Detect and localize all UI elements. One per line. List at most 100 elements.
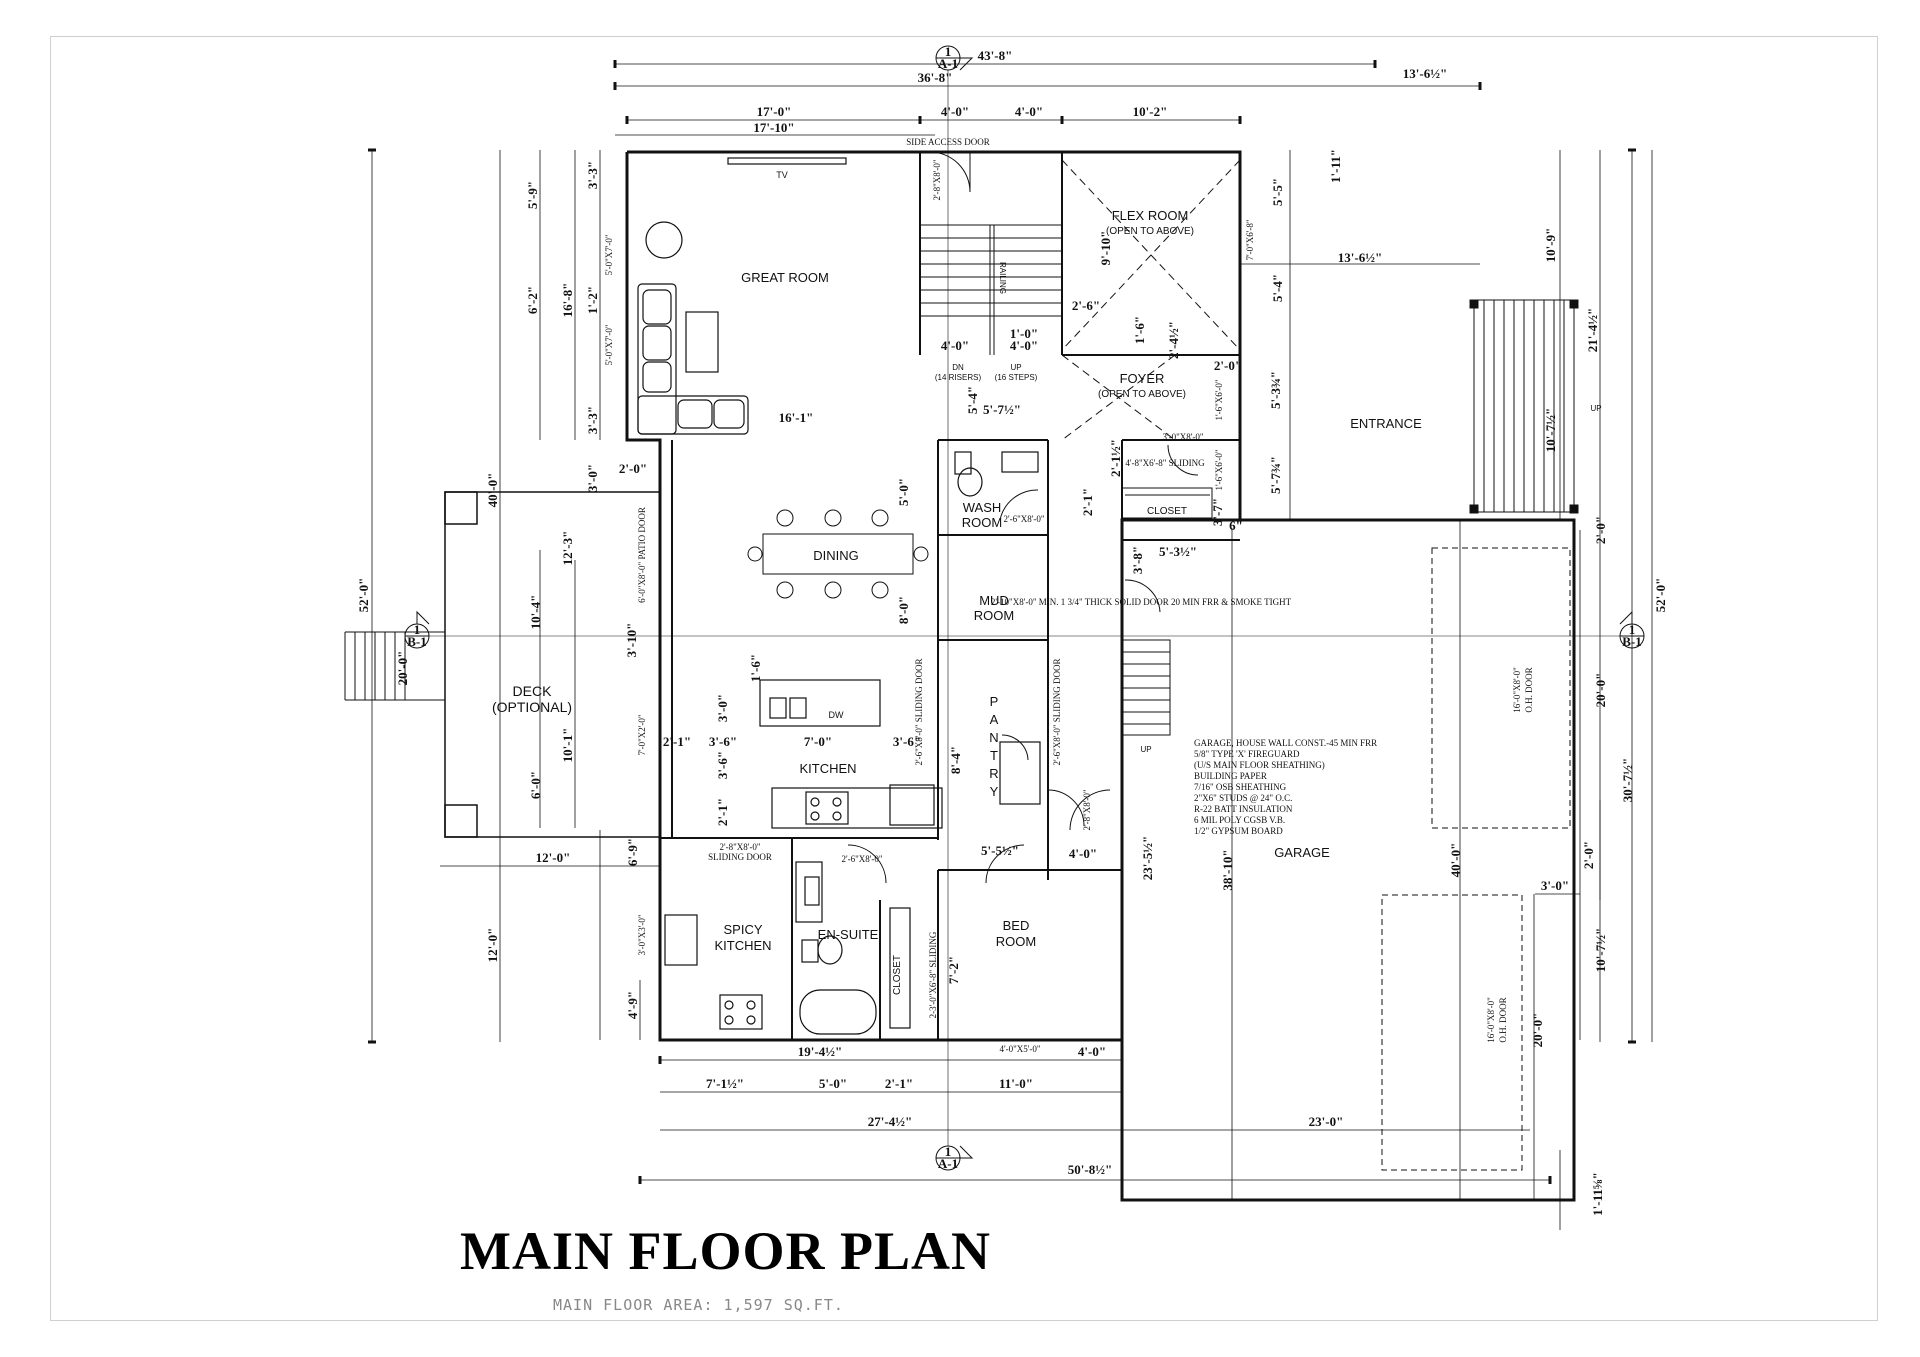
stairs-up-label: UP [1010, 363, 1021, 372]
garage-note-line-7: R-22 BATT INSULATION [1194, 804, 1293, 814]
dim-kit-3-6-a: 3'-6" [709, 734, 737, 749]
dim-foyer-1-6: 1'-6" [1132, 316, 1147, 344]
dim-flex-2-6: 2'-6" [1072, 298, 1100, 313]
dim-bed-5-5: 5'-5½" [981, 843, 1019, 858]
dim-left-10-4: 10'-4" [528, 595, 543, 630]
dim-mid-3-8: 3'-8" [1130, 546, 1145, 574]
pantry-letter-5: R [989, 766, 998, 781]
dimension-texts: 43'-8" 36'-8" 13'-6½" 17'-0" 17'-10" 4'-… [356, 48, 1668, 1216]
room-labels: GREAT ROOM TV FLEX ROOM (OPEN TO ABOVE) … [492, 170, 1602, 995]
room-label-bed-1: BED [1003, 918, 1030, 933]
foyer-window: 1'-6"X6'-0" [1214, 379, 1224, 420]
dim-right-52-0: 52'-0" [1653, 578, 1668, 613]
tv-label: TV [776, 170, 788, 180]
door-window-labels: SIDE ACCESS DOOR 2'-8"X8'-0" 6'-0"X8'-0"… [604, 137, 1534, 1054]
sofa [637, 157, 847, 435]
dim-bot-27-4: 27'-4½" [868, 1114, 912, 1129]
dim-bed-4-0-b: 4'-0" [1078, 1044, 1106, 1059]
dim-left-40-0: 40'-0" [485, 473, 500, 508]
dim-right-3-0: 3'-0" [1541, 878, 1569, 893]
foyer-note: (OPEN TO ABOVE) [1098, 389, 1186, 400]
dim-right-38-10: 38'-10" [1220, 849, 1235, 890]
foyer-closet [1121, 487, 1213, 519]
dim-left-6-9: 6'-9" [625, 838, 640, 866]
room-label-foyer: FOYER [1120, 371, 1165, 386]
dim-left-3-0: 3'-0" [585, 464, 600, 492]
pantry-letter-6: Y [990, 784, 999, 799]
dim-left-3-3-a: 3'-3" [585, 161, 600, 189]
dim-foyer-2-0: 2'-0" [1214, 358, 1242, 373]
garage-note-line-3: (U/S MAIN FLOOR SHEATHING) [1194, 760, 1325, 770]
dim-mid-2-1-b: 2'-1½" [1108, 439, 1123, 477]
garage-stair-up: UP [1140, 745, 1151, 754]
door-swings [847, 151, 1199, 884]
dining-table [747, 509, 929, 599]
section-left-number: 1 [414, 622, 421, 637]
garage-door-1-type: O.H. DOOR [1524, 667, 1534, 712]
section-top-number: 1 [945, 44, 952, 59]
room-label-bed-2: ROOM [996, 934, 1036, 949]
dim-left-3-3-b: 3'-3" [585, 406, 600, 434]
dim-flex-4-0: 4'-0" [941, 338, 969, 353]
dim-right-20-0: 20'-0" [1593, 673, 1608, 708]
dim-left-12-0-b: 12'-0" [536, 850, 571, 865]
dim-flex-9-10: 9'-10" [1098, 231, 1113, 266]
dim-mid-5-0: 5'-0" [896, 478, 911, 506]
dim-top-17-0: 17'-0" [757, 104, 792, 119]
wash-door-label: 2'-6"X8'-0" [1003, 514, 1044, 524]
closet-label-2: CLOSET [892, 955, 903, 995]
dim-flex-4-0-b: 4'-0" [1010, 338, 1038, 353]
garage-note-line-2: 5/8" TYPE 'X' FIREGUARD [1194, 749, 1300, 759]
stairs-dn-label: DN [952, 363, 964, 372]
page-title: MAIN FLOOR PLAN [460, 1221, 991, 1281]
dim-foyer-2-4: 2'-4½" [1166, 321, 1181, 359]
dim-left-6-2: 6'-2" [525, 286, 540, 314]
dim-flex-1-0: 1'-0" [1010, 326, 1038, 341]
dim-left-1-2: 1'-2" [585, 286, 600, 314]
room-label-garage: GARAGE [1274, 845, 1330, 860]
closet-sliding-label-2: 2-3'-0"X6'-8" SLIDING [928, 931, 938, 1018]
dim-mid-5-3: 5'-3½" [1159, 544, 1197, 559]
dim-kit-3-0: 3'-0" [715, 694, 730, 722]
room-label-wash-2: ROOM [962, 515, 1002, 530]
dim-top-overall: 43'-8" [978, 48, 1013, 63]
dim-top-4-0-b: 4'-0" [1015, 104, 1043, 119]
dim-bed-4-0: 4'-0" [1069, 846, 1097, 861]
patio-door-label: 6'-0"X8'-0" PATIO DOOR [637, 507, 647, 603]
flex-window: 7'-0"X6'-8" [1245, 219, 1255, 260]
dim-right-2-0-b: 2'-0" [1581, 841, 1596, 869]
section-marker-labels: 1 A-1 1 A-1 1 B-1 1 B-1 [407, 44, 1642, 1171]
dim-left-2-0: 2'-0" [619, 461, 647, 476]
dim-flex-13-6: 13'-6½" [1338, 250, 1382, 265]
room-label-wash-1: WASH [963, 500, 1002, 515]
section-left-ref: B-1 [407, 634, 427, 649]
fire-door-label: 2'-10"X8'-0" MIN. 1 3/4" THICK SOLID DOO… [991, 597, 1292, 607]
dim-right-23-5: 23'-5½" [1140, 836, 1155, 880]
dim-left-12-0: 12'-0" [485, 928, 500, 963]
interior-walls [660, 152, 1240, 1040]
pantry-letter-1: P [990, 694, 999, 709]
garage-door-2-size: 16'-0"X8'-0" [1486, 997, 1496, 1043]
room-label-deck-1: DECK [513, 683, 553, 699]
room-label-mud-2: ROOM [974, 608, 1014, 623]
room-label-entrance: ENTRANCE [1350, 416, 1422, 431]
section-right-number: 1 [1629, 622, 1636, 637]
drawing-sheet-border [50, 36, 1878, 1321]
dim-mid-5-4: 5'-4" [965, 386, 980, 414]
dim-right-1-11: 1'-11" [1328, 149, 1343, 183]
dim-bot-11-0: 11'-0" [999, 1076, 1033, 1091]
room-label-flex-room: FLEX ROOM [1112, 208, 1189, 223]
dim-great-16-1: 16'-1" [779, 410, 814, 425]
dim-bot-19-4: 19'-4½" [798, 1044, 842, 1059]
dim-kit-2-1: 2'-1" [663, 734, 691, 749]
dim-bot-7-1: 7'-1½" [706, 1076, 744, 1091]
spicy-window: 3'-0"X3'-0" [637, 914, 647, 955]
dim-left-6-0: 6'-0" [528, 771, 543, 799]
dim-bot-5-0: 5'-0" [819, 1076, 847, 1091]
section-marker-right [1619, 610, 1645, 649]
dim-bot-50-8: 50'-8½" [1068, 1162, 1112, 1177]
stairs-dn-risers: (14 RISERS) [935, 373, 982, 382]
section-marker-left [404, 610, 1620, 649]
dim-kit-1-6: 1'-6" [748, 654, 763, 682]
